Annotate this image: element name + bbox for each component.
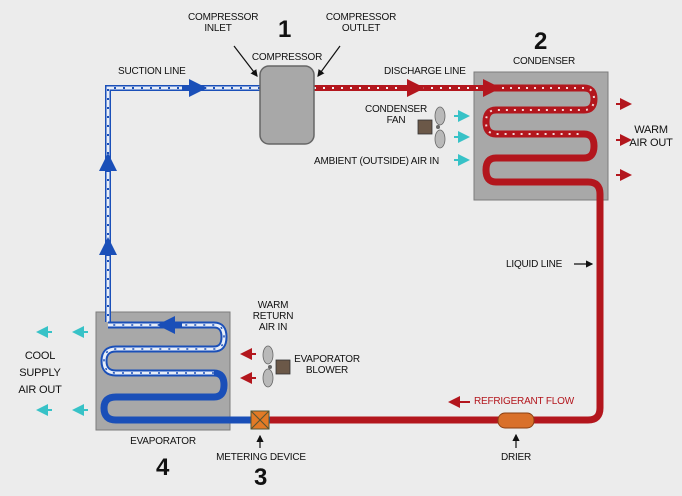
step-number-3: 3	[254, 464, 268, 491]
label-condenser-fan: CONDENSER FAN	[364, 104, 428, 126]
blower-icon	[262, 345, 291, 388]
outlet-pointer	[317, 45, 341, 77]
label-evaporator-blower: EVAPORATOR BLOWER	[294, 354, 360, 376]
compressor	[259, 65, 315, 145]
label-drier: DRIER	[500, 452, 532, 463]
label-cool-supply-air-out: COOL SUPPLY AIR OUT	[18, 350, 62, 396]
step-number-4: 4	[156, 454, 170, 481]
label-refrigerant-flow: REFRIGERANT FLOW	[474, 396, 574, 407]
metering-device	[250, 410, 270, 430]
label-suction-line: SUCTION LINE	[118, 66, 186, 77]
label-warm-return-air-in: WARM RETURN AIR IN	[252, 300, 294, 333]
liquid-line	[270, 178, 604, 424]
label-ambient-air-in: AMBIENT (OUTSIDE) AIR IN	[314, 156, 440, 167]
label-metering-device: METERING DEVICE	[216, 452, 306, 463]
label-condenser: CONDENSER	[512, 56, 576, 67]
label-compressor-outlet: COMPRESSOR OUTLET	[325, 12, 397, 34]
label-warm-air-out: WARM AIR OUT	[629, 124, 673, 149]
label-compressor-inlet: COMPRESSOR INLET	[188, 12, 259, 34]
label-liquid-line: LIQUID LINE	[506, 259, 563, 270]
fan-icon	[417, 106, 446, 149]
label-compressor: COMPRESSOR	[251, 52, 323, 63]
drier	[497, 412, 535, 429]
label-discharge-line: DISCHARGE LINE	[384, 66, 466, 77]
step-number-1: 1	[278, 16, 292, 43]
label-evaporator: EVAPORATOR	[130, 436, 196, 447]
inlet-pointer	[233, 45, 258, 77]
step-number-2: 2	[534, 28, 548, 55]
suction-line	[105, 85, 260, 322]
